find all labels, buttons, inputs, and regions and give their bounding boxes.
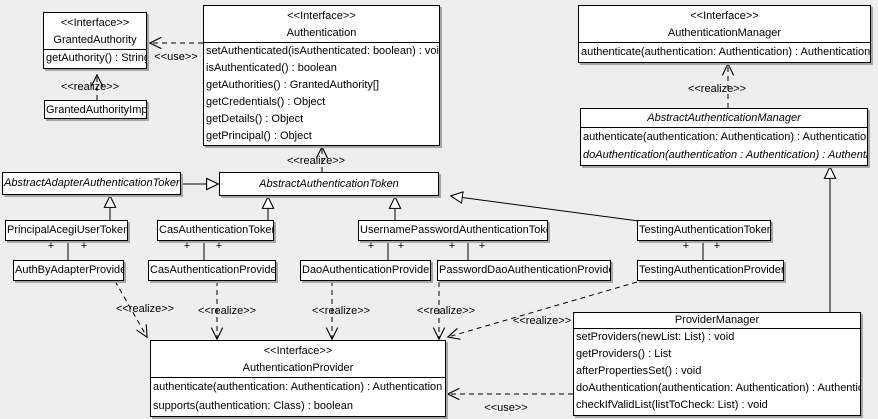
method: getProviders() : List [576, 348, 672, 360]
class-name: DaoAuthenticationProvider [302, 264, 430, 276]
realize-label: <<realize>> [311, 305, 371, 317]
multiplicity-label: + [215, 240, 223, 252]
multiplicity-label: + [367, 240, 375, 252]
class-provider-manager[interactable]: ProviderManager setProviders(newList: Li… [573, 312, 861, 416]
stereotype: <<Interface>> [690, 10, 759, 22]
method: authenticate(authentication: Authenticat… [583, 131, 867, 143]
class-name: UsernamePasswordAuthenticationToken [360, 224, 547, 236]
class-abstract-authentication-token[interactable]: AbstractAuthenticationToken [219, 172, 439, 196]
method: getDetails() : Object [206, 113, 304, 125]
class-username-password-authentication-token[interactable]: UsernamePasswordAuthenticationToken [358, 220, 548, 241]
class-name: Authentication [286, 27, 357, 39]
method: setProviders(newList: List) : void [576, 331, 735, 343]
realize-label: <<realize>> [416, 305, 476, 317]
multiplicity-label: + [80, 240, 88, 252]
realize-label: <<realize>> [115, 303, 175, 315]
method: doAuthentication(authentication : Authen… [583, 149, 867, 161]
class-name: AuthByAdapterProvider [15, 264, 123, 276]
stereotype: <<Interface>> [263, 345, 333, 357]
realize-label: <<realize>> [197, 305, 257, 317]
class-name: AuthenticationManager [667, 27, 782, 39]
multiplicity-label: + [682, 240, 690, 252]
method: getCredentials() : Object [206, 96, 326, 108]
class-name: PasswordDaoAuthenticationProvider [439, 264, 610, 276]
class-name: CasAuthenticationProvider [150, 264, 275, 276]
method: doAuthentication(authentication: Authent… [576, 382, 860, 394]
multiplicity-label: + [478, 240, 486, 252]
class-name: AbstractAuthenticationManager [647, 112, 801, 124]
class-name: PrincipalAcegiUserToken [7, 224, 127, 236]
method: getAuthority() : String [46, 52, 146, 64]
multiplicity-label: + [448, 240, 456, 252]
class-authentication-provider[interactable]: <<Interface>> AuthenticationProvider aut… [150, 340, 446, 417]
class-name: TestingAuthenticationToken [639, 224, 770, 236]
class-password-dao-authentication-provider[interactable]: PasswordDaoAuthenticationProvider [437, 260, 611, 281]
class-name: GrantedAuthorityImpl [46, 104, 146, 116]
method: afterPropertiesSet() : void [576, 365, 702, 377]
class-abstract-authentication-manager[interactable]: AbstractAuthenticationManager authentica… [580, 108, 868, 166]
class-testing-authentication-token[interactable]: TestingAuthenticationToken [637, 220, 771, 241]
class-name: GrantedAuthority [53, 34, 137, 46]
method: isAuthenticated() : boolean [206, 62, 337, 74]
realize-edge-authbyadapter [114, 280, 147, 337]
class-cas-authentication-provider[interactable]: CasAuthenticationProvider [148, 260, 276, 281]
method: getPrincipal() : Object [206, 130, 312, 142]
method: supports(authentication: Class) : boolea… [153, 400, 353, 412]
multiplicity-label: + [47, 240, 55, 252]
class-granted-authority-impl[interactable]: GrantedAuthorityImpl [44, 100, 147, 119]
use-label: <<use>> [154, 51, 198, 63]
realize-label: <<realize>> [687, 83, 747, 95]
class-name: ProviderManager [674, 314, 760, 326]
class-name: AbstractAuthenticationToken [259, 178, 399, 190]
method: setAuthenticated(isAuthenticated: boolea… [206, 45, 439, 57]
use-label: <<use>> [484, 402, 528, 414]
method: checkIfValidList(listToCheck: List) : vo… [576, 399, 768, 411]
multiplicity-label: + [713, 240, 721, 252]
stereotype: <<Interface>> [60, 17, 130, 29]
method: authenticate(authentication: Authenticat… [581, 46, 870, 58]
class-auth-by-adapter-provider[interactable]: AuthByAdapterProvider [13, 260, 124, 281]
class-name: CasAuthenticationToken [159, 224, 273, 236]
class-abstract-adapter-authentication-token[interactable]: AbstractAdapterAuthenticationToken [2, 172, 181, 195]
class-name: AbstractAdapterAuthenticationToken [4, 177, 180, 189]
realize-label: <<realize>> [60, 81, 120, 93]
class-principal-acegi-user-token[interactable]: PrincipalAcegiUserToken [5, 220, 128, 241]
class-authentication-manager[interactable]: <<Interface>> AuthenticationManager auth… [578, 5, 871, 63]
stereotype: <<Interface>> [287, 10, 356, 22]
class-testing-authentication-provider[interactable]: TestingAuthenticationProvider [637, 260, 784, 281]
multiplicity-label: + [397, 240, 405, 252]
class-name: TestingAuthenticationProvider [639, 264, 783, 276]
class-cas-authentication-token[interactable]: CasAuthenticationToken [157, 220, 274, 241]
realize-label: <<realize>> [512, 315, 572, 327]
realize-edge-testingprovider [448, 281, 638, 337]
class-dao-authentication-provider[interactable]: DaoAuthenticationProvider [300, 260, 431, 281]
class-authentication[interactable]: <<Interface>> Authentication setAuthenti… [203, 5, 440, 146]
multiplicity-label: + [183, 240, 191, 252]
realize-label: <<realize>> [286, 155, 346, 167]
method: authenticate(authentication: Authenticat… [153, 381, 443, 393]
class-name: AuthenticationProvider [242, 362, 354, 374]
class-granted-authority[interactable]: <<Interface>> GrantedAuthority getAuthor… [43, 12, 147, 69]
method: getAuthorities() : GrantedAuthority[] [206, 79, 380, 91]
generalization-edge-testing-to-abstracttoken [451, 196, 640, 222]
